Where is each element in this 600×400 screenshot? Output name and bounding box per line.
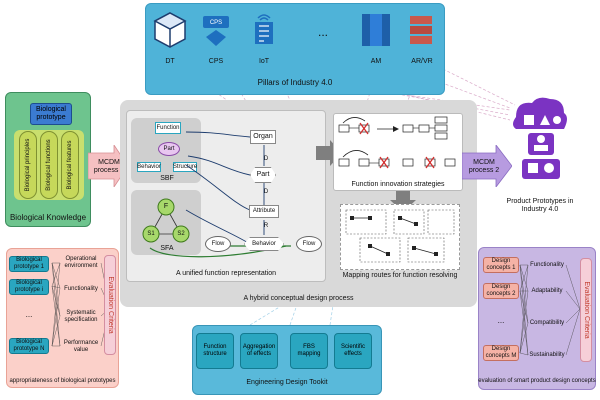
eval-criteria-bar-right <box>580 258 592 362</box>
biological-features-label: Biological features <box>66 140 73 190</box>
tool-aggregation-of-effects: Aggregation of effects <box>240 333 278 369</box>
tool-function-structure: Function structure <box>196 333 234 369</box>
biological-prototype-1: Biological prototype 1 <box>9 256 49 272</box>
mcdm2-arrow <box>462 145 512 187</box>
sfa-s1: S1 <box>147 230 155 237</box>
biological-principles-pill <box>19 131 37 199</box>
criterion-functionality: Functionality <box>64 285 98 292</box>
tool-scientific-effects: Scientific effects <box>334 333 372 369</box>
chain-d1: D <box>263 155 269 162</box>
biological-functions-pill <box>40 131 58 199</box>
chain-part: Part <box>250 167 276 183</box>
smart-evaluation-caption: evaluation of smart product design conce… <box>478 377 596 384</box>
smart-criterion-compatibility: Compatibility <box>529 319 565 326</box>
biological-functions-label: Biological functions <box>45 139 52 191</box>
innovation-caption: Function innovation strategies <box>351 181 445 189</box>
cps-gear-icon <box>198 10 234 50</box>
chain-behavior: Behavior <box>244 237 284 251</box>
smart-evaluation-links <box>519 264 581 356</box>
toolkit-caption: Engineering Design Tookit <box>246 379 328 387</box>
flow-right: Flow <box>296 236 322 252</box>
criterion-systematic-specification: Systematic specification <box>64 310 98 323</box>
innovation-diagram <box>338 116 456 169</box>
design-concept-1: Design concepts 1 <box>483 257 519 273</box>
am-printer-icon <box>358 10 394 50</box>
pillar-label-dt: DT <box>165 58 175 65</box>
chain-attribute: Attribute <box>249 205 279 218</box>
prototype-ellipsis: ... <box>25 309 33 319</box>
pillar-label-arvr: AR/VR <box>411 58 433 65</box>
product-prototype-icon <box>513 97 567 179</box>
sbf-behavior: Behavior <box>137 162 161 172</box>
pillar-ellipsis: ... <box>318 25 329 39</box>
criterion-performance-value: Performance value <box>63 340 99 353</box>
eval-criteria-bar-left <box>104 255 116 355</box>
biological-features-pill <box>61 131 79 199</box>
design-concept-ellipsis: ... <box>497 315 505 325</box>
pillar-label-am: AM <box>370 58 382 65</box>
biological-prototype-i: Biological prototype i <box>9 279 49 295</box>
eval-criteria-label-right: Evaluation Criteria <box>582 281 590 339</box>
smart-criterion-sustainability: Sustainability <box>529 351 565 358</box>
eval-criteria-label-left: Evaluation Criteria <box>106 276 114 334</box>
smart-criterion-functionality: Functionality <box>530 261 564 268</box>
biological-prototype-box: Biological prototype <box>30 103 72 125</box>
smart-criterion-adaptability: Adaptability <box>531 287 563 294</box>
chain-organ: Organ <box>250 130 276 144</box>
mcdm2-label: MCDM process 2 <box>468 159 500 174</box>
biological-knowledge-caption: Biological Knowledge <box>9 212 87 222</box>
arvr-icon <box>404 10 440 50</box>
hybrid-caption: A hybrid conceptual design process <box>243 295 354 303</box>
chain-links <box>149 131 291 258</box>
mapping-caption: Mapping routes for function resolving <box>342 272 458 280</box>
sbf-label: SBF <box>160 175 174 183</box>
design-concept-m: Design concepts M <box>483 345 519 361</box>
flow-left: Flow <box>205 236 231 252</box>
appropriateness-caption: appropriateness of biological prototypes <box>9 377 116 384</box>
cube-icon <box>152 10 188 50</box>
criterion-operational-environment: Operational environment <box>64 256 98 269</box>
pillars-panel <box>145 3 445 95</box>
biological-principles-label: Biological principles <box>24 138 31 192</box>
biological-prototype-n: Biological prototype N <box>9 338 49 354</box>
sfa-s2: S2 <box>177 230 185 237</box>
product-prototypes-label: Product Prototypes in Industry 4.0 <box>506 198 574 213</box>
cps-badge: CPS <box>209 19 223 26</box>
design-concept-2: Design concepts 2 <box>483 283 519 299</box>
chain-r: R <box>263 222 269 229</box>
chain-d2: D <box>263 188 269 195</box>
sbf-function: Function <box>155 122 181 134</box>
down-arrow-grey <box>390 190 416 212</box>
sbf-structure: Structure <box>173 162 197 172</box>
sbf-part: Part <box>158 142 180 156</box>
pillar-label-cps: CPS <box>208 58 224 65</box>
tool-fbs-mapping: FBS mapping <box>290 333 328 369</box>
sfa-f: F <box>163 203 169 211</box>
sfa-graph <box>142 198 190 243</box>
pillar-label-iot: IoT <box>258 58 270 65</box>
mcdm1-label: MCDM process 1 <box>93 159 125 174</box>
pillars-title: Pillars of Industry 4.0 <box>257 77 333 87</box>
unified-caption: A unified function representation <box>175 270 276 278</box>
iot-chip-icon <box>246 10 282 50</box>
mapping-diagram <box>345 209 455 263</box>
sfa-label: SFA <box>160 245 174 253</box>
